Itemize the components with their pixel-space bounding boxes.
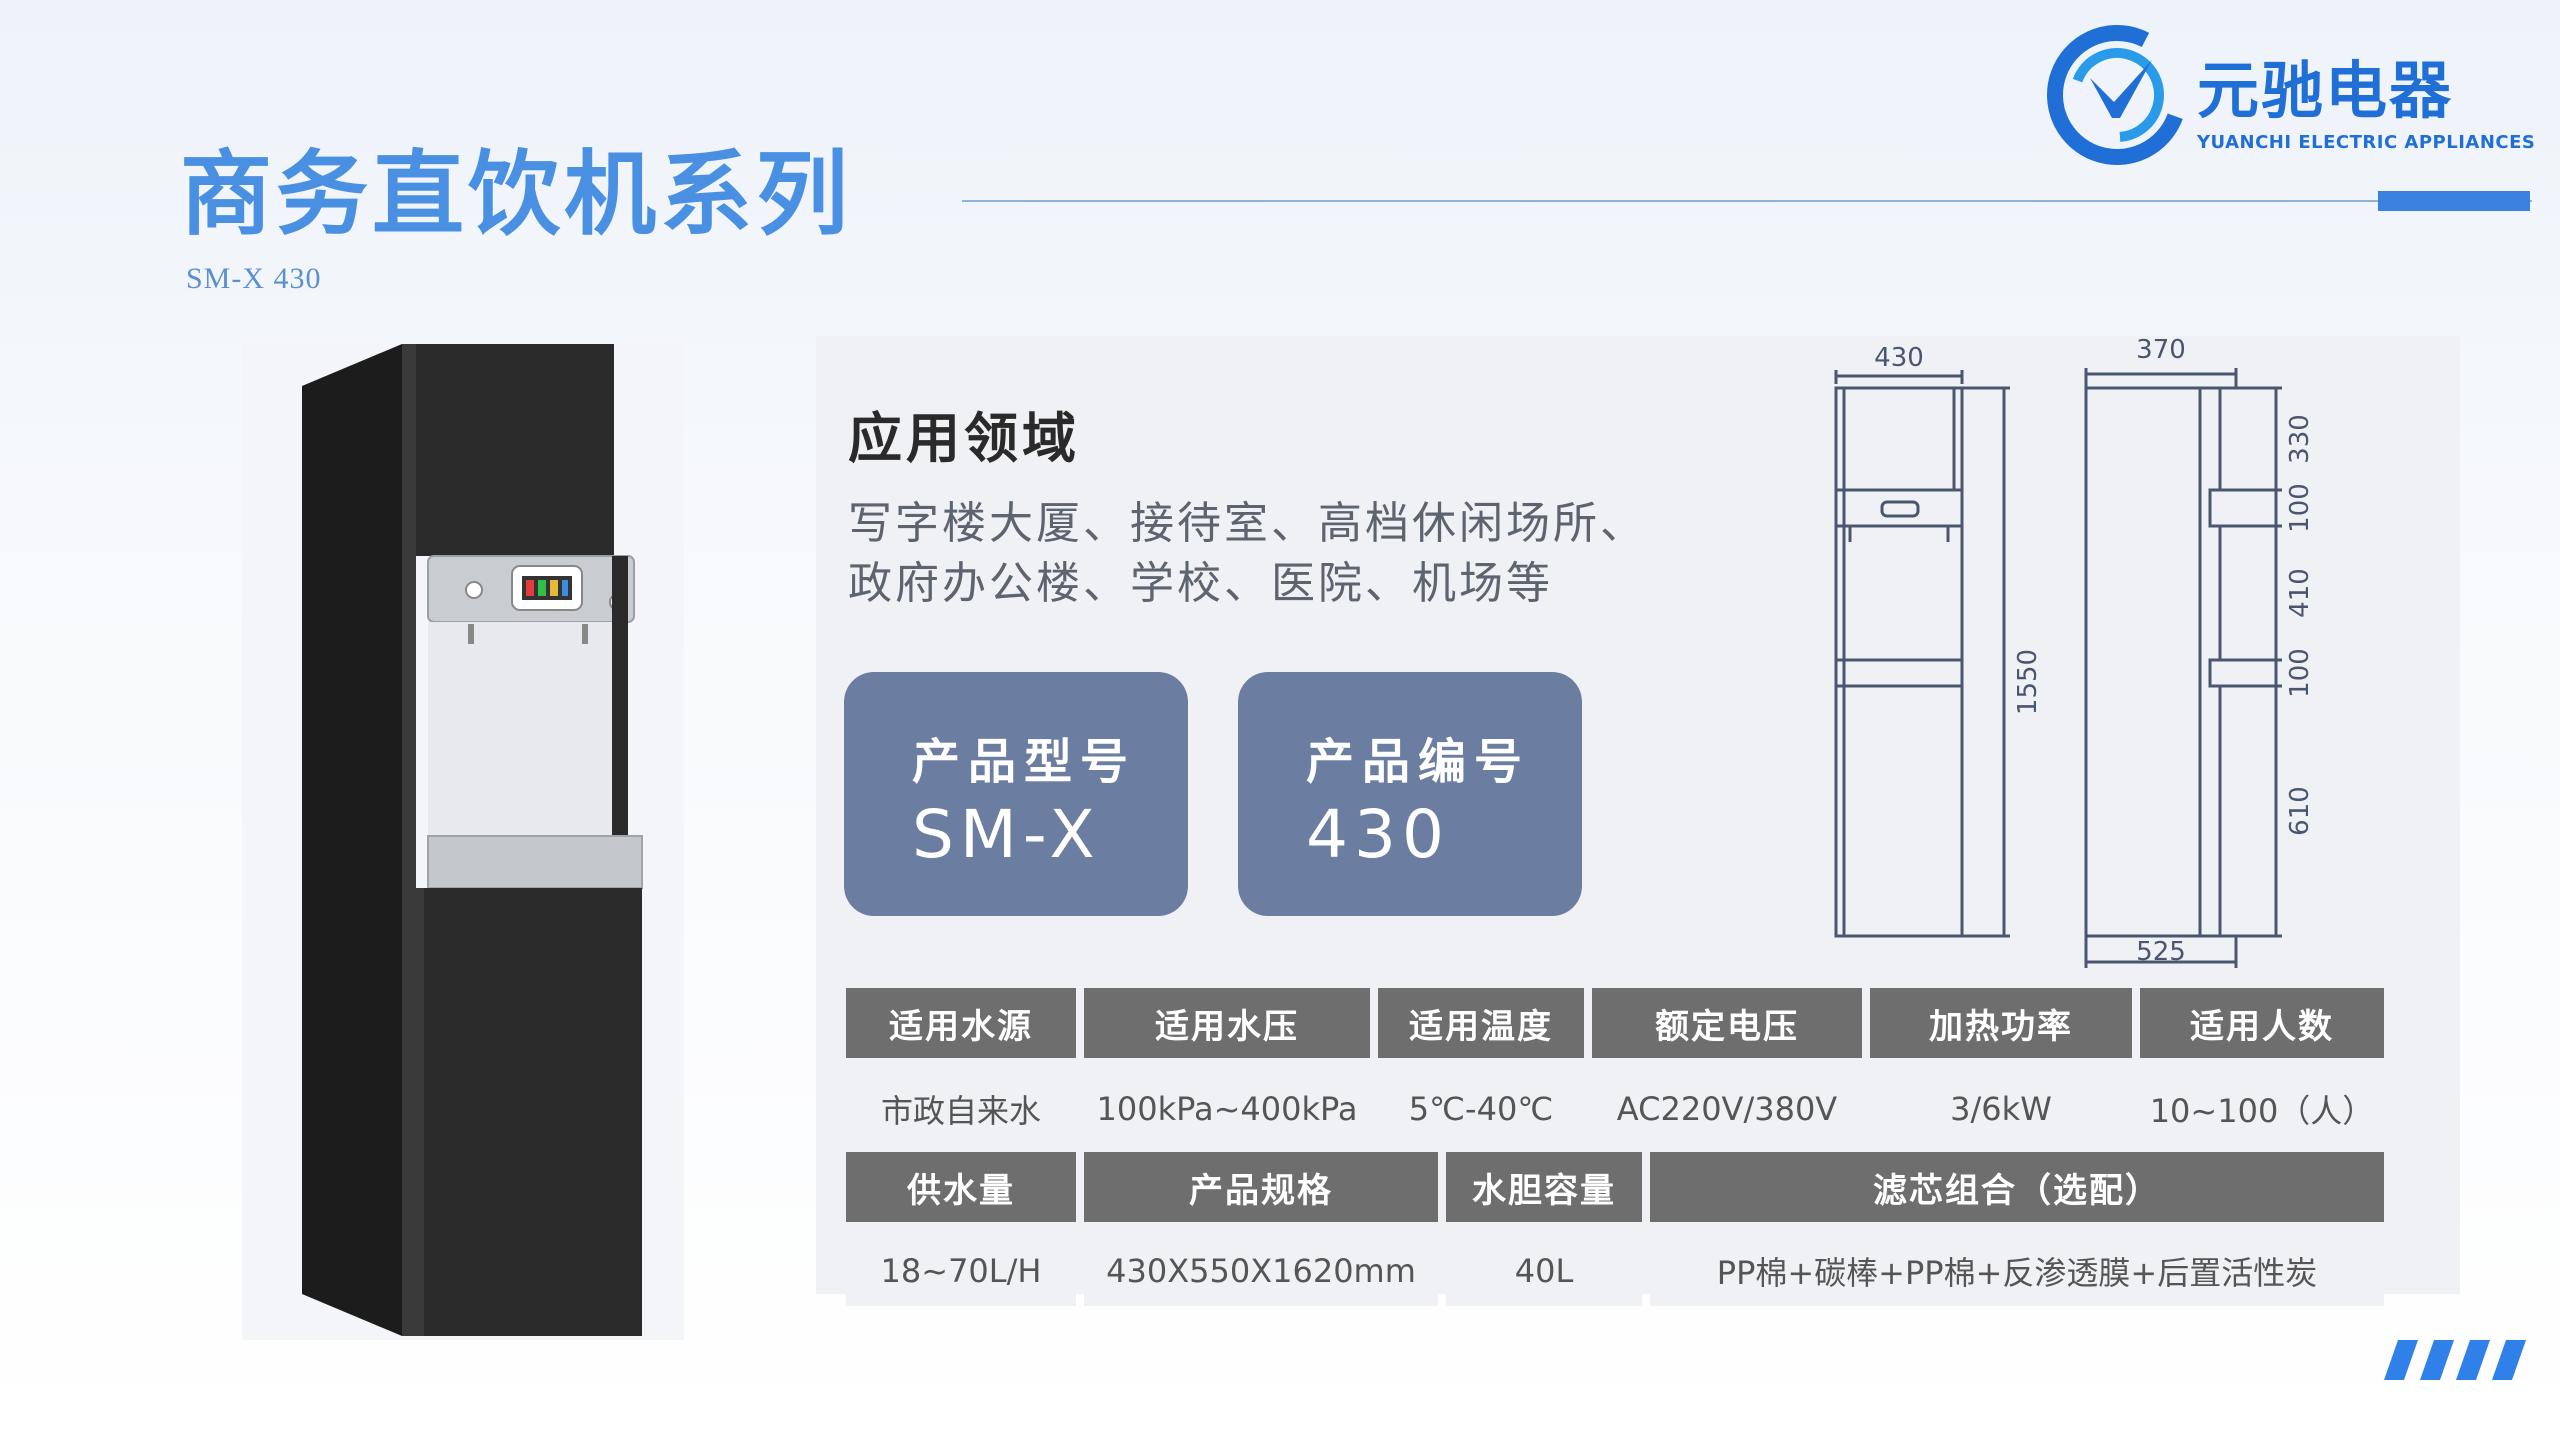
spec-header: 适用温度 — [1378, 988, 1584, 1058]
spec-value: 100kPa~400kPa — [1084, 1074, 1370, 1144]
model-label: 产品型号 — [912, 734, 1137, 790]
spec-header: 水胆容量 — [1446, 1152, 1642, 1222]
spec-header: 适用水压 — [1084, 988, 1370, 1058]
product-number-value: 430 — [1306, 796, 1450, 873]
application-heading: 应用领域 — [848, 407, 1080, 470]
side-width-label: 370 — [2136, 335, 2186, 365]
spec-value: 3/6kW — [1870, 1074, 2132, 1144]
segment-label: 610 — [2285, 786, 2315, 836]
spec-header: 滤芯组合（选配） — [1650, 1152, 2384, 1222]
spec-value: 10~100（人） — [2140, 1074, 2384, 1144]
spec-value: 5℃-40℃ — [1378, 1074, 1584, 1144]
application-line: 写字楼大厦、接待室、高档休闲场所、 — [848, 498, 1647, 549]
logo-mark-icon — [2047, 25, 2187, 165]
segment-label: 410 — [2285, 568, 2315, 618]
depth-label: 525 — [2136, 937, 2186, 967]
segment-label: 330 — [2285, 414, 2315, 464]
spec-header: 产品规格 — [1084, 1152, 1438, 1222]
header-divider — [962, 200, 2532, 202]
page-subtitle: SM-X 430 — [186, 262, 322, 295]
header-accent-bar — [2378, 191, 2530, 211]
brand-logo: 元驰电器 YUANCHI ELECTRIC APPLIANCES — [2042, 20, 2535, 170]
spec-value: 18~70L/H — [846, 1236, 1076, 1306]
spec-header: 额定电压 — [1592, 988, 1862, 1058]
product-number-label: 产品编号 — [1306, 734, 1531, 790]
decorative-stripes-icon — [2384, 1340, 2526, 1380]
application-description: 写字楼大厦、接待室、高档休闲场所、 政府办公楼、学校、医院、机场等 — [848, 494, 1647, 614]
front-width-label: 430 — [1874, 343, 1924, 373]
spec-value: AC220V/380V — [1592, 1074, 1862, 1144]
spec-value: PP棉+碳棒+PP棉+反渗透膜+后置活性炭 — [1650, 1236, 2384, 1306]
application-line: 政府办公楼、学校、医院、机场等 — [848, 558, 1553, 609]
spec-value: 430X550X1620mm — [1084, 1236, 1438, 1306]
spec-header: 适用水源 — [846, 988, 1076, 1058]
segment-label: 100 — [2285, 483, 2315, 533]
spec-header: 加热功率 — [1870, 988, 2132, 1058]
logo-name-en: YUANCHI ELECTRIC APPLIANCES — [2197, 132, 2536, 153]
product-image-panel — [242, 344, 684, 1340]
model-card: 产品型号 SM-X — [844, 672, 1188, 916]
height-label: 1550 — [2013, 649, 2043, 715]
model-value: SM-X — [912, 796, 1101, 873]
page-title: 商务直饮机系列 — [180, 140, 853, 248]
dimension-drawing: 430 370 525 1550 330 100 410 100 610 — [1834, 335, 2315, 968]
spec-header: 适用人数 — [2140, 988, 2384, 1058]
spec-value: 40L — [1446, 1236, 1642, 1306]
spec-header: 供水量 — [846, 1152, 1076, 1222]
segment-label: 100 — [2285, 648, 2315, 698]
logo-name-cn: 元驰电器 — [2197, 54, 2454, 127]
product-number-card: 产品编号 430 — [1238, 672, 1582, 916]
water-dispenser-image — [302, 344, 643, 1336]
spec-value: 市政自来水 — [846, 1074, 1076, 1144]
